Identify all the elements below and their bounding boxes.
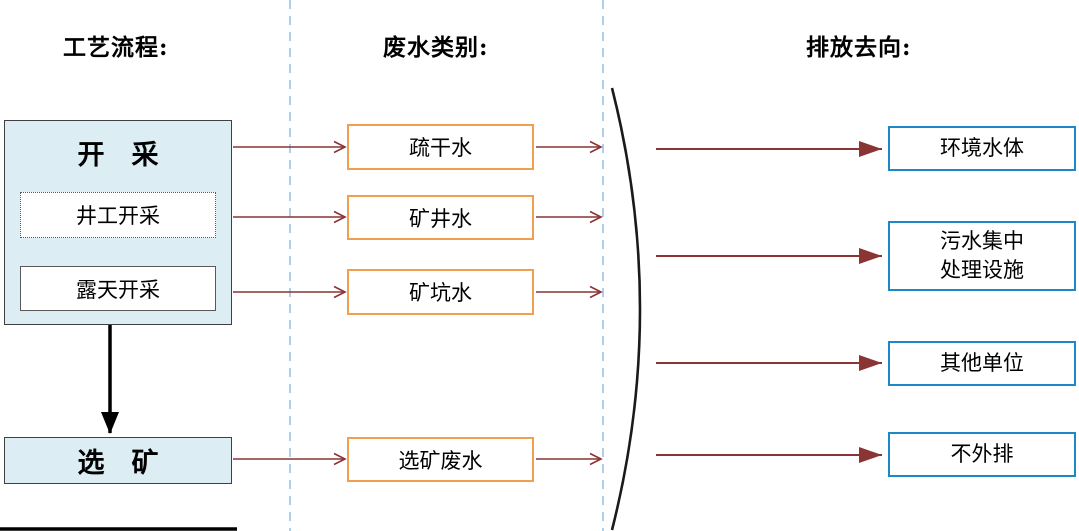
collector-brace <box>610 87 642 531</box>
mining-group-box: 开 采 井工开采 露天开采 <box>4 120 232 325</box>
underground-mining-box: 井工开采 <box>20 192 216 238</box>
open-pit-mining-box: 露天开采 <box>20 266 216 311</box>
discharge-box-sewage-facility: 污水集中 处理设施 <box>888 221 1076 291</box>
wastewater-box-mineshaft: 矿井水 <box>347 195 534 240</box>
wastewater-box-minepit: 矿坑水 <box>347 269 534 315</box>
discharge-box-no-discharge: 不外排 <box>888 432 1076 477</box>
mining-title: 开 采 <box>77 140 159 171</box>
discharge-box-other-units: 其他单位 <box>888 341 1076 386</box>
header-wastewater-category: 废水类别: <box>383 34 489 61</box>
discharge-box-environment-water: 环境水体 <box>888 126 1076 171</box>
wastewater-box-beneficiation: 选矿废水 <box>347 437 534 482</box>
beneficiation-box: 选 矿 <box>4 437 232 484</box>
header-discharge-destination: 排放去向: <box>806 34 912 61</box>
header-process-flow: 工艺流程: <box>63 34 169 61</box>
wastewater-box-drainage: 疏干水 <box>347 124 534 170</box>
